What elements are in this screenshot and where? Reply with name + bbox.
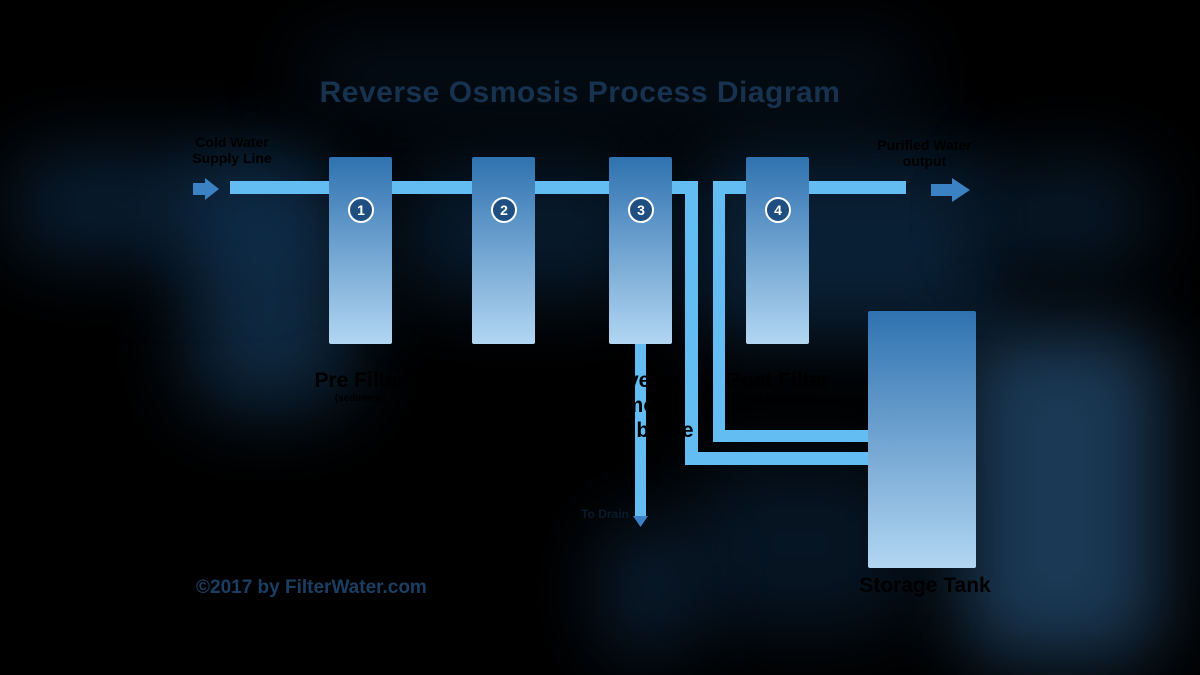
stage-note: (one to several) [741,393,815,405]
membrane-pipe-to-tank [685,452,870,465]
stage-label-4: Post Filter (one to several) [722,368,834,405]
stage-number: 1 [357,202,365,218]
stage-badge-3: 3 [628,197,654,223]
drain-label: To Drain [581,507,629,521]
copyright-notice: ©2017 by FilterWater.com [196,577,427,598]
stage-name: Reverse Osmosis Membrane [588,369,694,443]
inlet-arrow-icon [193,178,219,200]
post-filter-inlet-pipe [713,181,751,194]
membrane-pipe-riser [685,181,698,465]
stage-name: Pre Filter [314,369,406,392]
storage-tank [868,311,976,568]
tank-pipe-return [713,430,870,442]
drain-pipe [635,340,646,518]
stage-note: (sediment) [334,393,386,405]
stage-name: Post Filter [726,369,830,392]
stage-number: 2 [500,202,508,218]
inlet-label: Cold Water Supply Line [192,134,272,167]
stage-number: 4 [774,202,782,218]
stage-badge-1: 1 [348,197,374,223]
stage-badge-2: 2 [491,197,517,223]
storage-tank-label: Storage Tank [859,574,991,597]
stage-label-1: Pre Filter (sediment) [300,368,420,405]
filter-housing-3 [609,157,672,344]
outlet-pipe [800,181,906,194]
diagram-title: Reverse Osmosis Process Diagram [319,76,841,109]
stage-badge-4: 4 [765,197,791,223]
drain-arrow-icon [633,516,648,527]
outlet-arrow-icon [931,178,970,202]
stage-number: 3 [637,202,645,218]
filter-housing-2 [472,157,535,344]
tank-pipe-riser [713,181,725,442]
stage-name: Carbon Filter [466,369,540,418]
stage-label-2: Carbon Filter [452,368,554,418]
filter-housing-4 [746,157,809,344]
filter-housing-1 [329,157,392,344]
stage-label-3: Reverse Osmosis Membrane [566,368,716,444]
outlet-label: Purified Water output [877,137,972,170]
